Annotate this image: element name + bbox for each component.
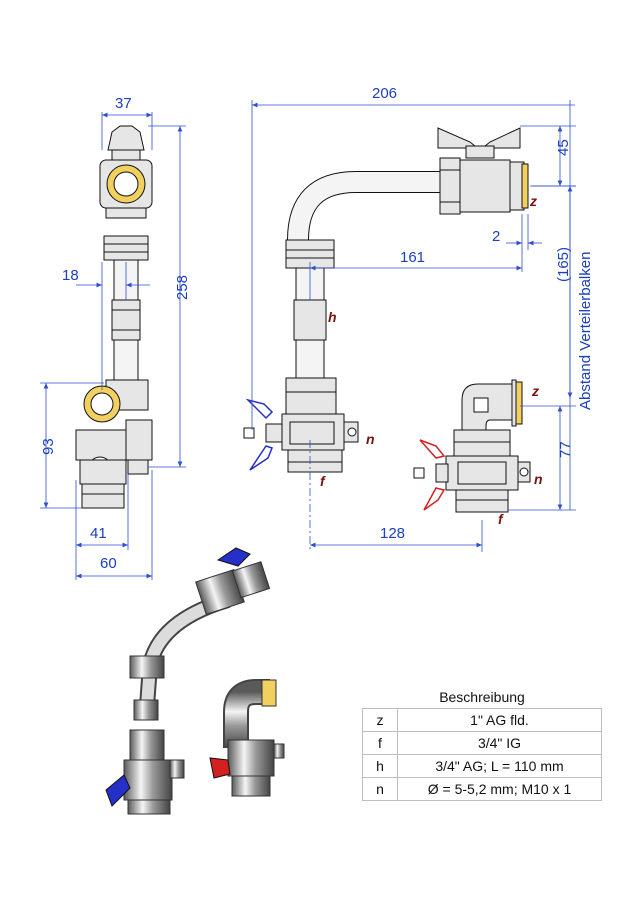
dim-77: 77	[557, 441, 574, 458]
row-key: n	[362, 777, 398, 801]
label-z-top: z	[529, 193, 537, 209]
dim-206: 206	[372, 85, 397, 102]
label-z-elbow: z	[531, 383, 539, 399]
row-key: f	[362, 731, 398, 755]
dim-165: (165)	[555, 247, 572, 282]
table-row: h 3/4" AG; L = 110 mm	[362, 754, 602, 778]
table-row: f 3/4" IG	[362, 731, 602, 755]
dim-45: 45	[555, 139, 572, 156]
description-table: Beschreibung z 1" AG fld. f 3/4" IG h 3/…	[362, 686, 602, 801]
dim-128: 128	[380, 525, 405, 542]
dim-161: 161	[400, 249, 425, 266]
row-value: Ø = 5-5,2 mm; M10 x 1	[397, 777, 602, 801]
dim-41: 41	[90, 525, 107, 542]
table-row: n Ø = 5-5,2 mm; M10 x 1	[362, 777, 602, 801]
row-key: z	[362, 708, 398, 732]
row-value: 3/4" IG	[397, 731, 602, 755]
abstand-verteilerbalken-label: Abstand Verteilerbalken	[577, 252, 594, 410]
label-n-elbow: n	[534, 471, 543, 487]
label-h: h	[328, 309, 337, 325]
label-f-middle: f	[320, 473, 326, 489]
row-value: 1" AG fld.	[397, 708, 602, 732]
product-render-red	[209, 679, 285, 797]
label-n-middle: n	[366, 431, 375, 447]
row-value: 3/4" AG; L = 110 mm	[397, 754, 602, 778]
dim-93: 93	[40, 438, 57, 455]
dim-2: 2	[492, 228, 500, 245]
dim-37: 37	[115, 95, 132, 112]
side-view-drawing	[40, 112, 186, 580]
dim-60: 60	[100, 555, 117, 572]
dim-18: 18	[62, 267, 79, 284]
label-f-elbow: f	[498, 511, 504, 527]
table-header-row: Beschreibung	[362, 686, 602, 709]
elbow-view-drawing	[413, 379, 576, 513]
table-row: z 1" AG fld.	[362, 708, 602, 732]
row-key: h	[362, 754, 398, 778]
front-view-drawing	[243, 100, 576, 552]
product-render-blue	[105, 547, 271, 815]
table-header: Beschreibung	[362, 686, 602, 709]
dim-258: 258	[174, 275, 191, 300]
